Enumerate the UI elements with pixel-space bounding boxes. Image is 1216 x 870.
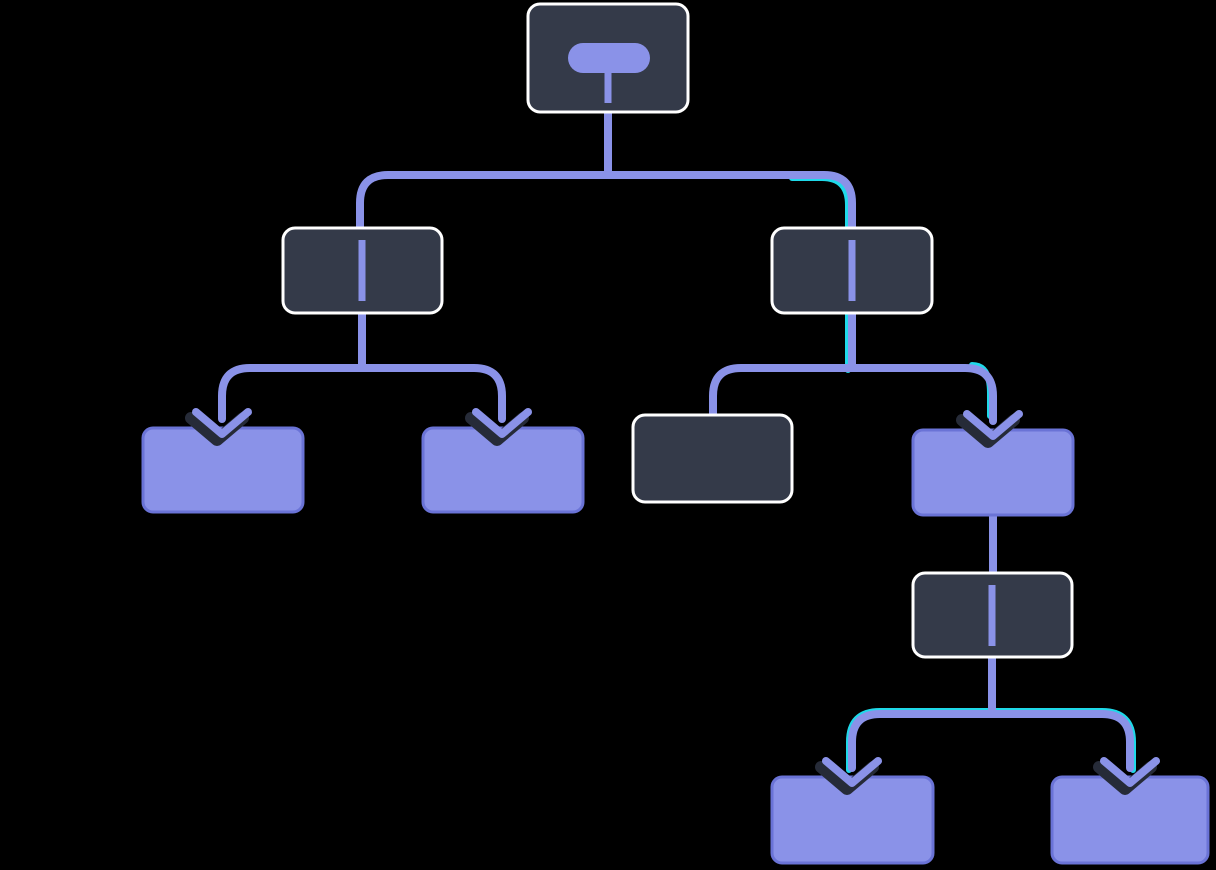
arrowhead-chevron-icon — [192, 408, 252, 438]
arrowhead-chevron-icon — [1100, 757, 1160, 787]
flow-edge-edge-left-split[interactable] — [218, 309, 506, 423]
flow-edge-highlight — [989, 708, 1136, 773]
flow-edge-highlight — [789, 175, 851, 231]
arrowhead-chevron-icon — [472, 408, 532, 438]
node-mid-dark[interactable] — [631, 413, 794, 504]
flow-edge-edge-bottom-split[interactable] — [848, 651, 1134, 772]
flow-edge-highlight — [846, 708, 995, 773]
root-pill — [568, 43, 650, 73]
flow-edge-edge-right-split[interactable] — [709, 309, 997, 425]
arrowhead-chevron-icon — [822, 757, 882, 787]
arrowhead-chevron-icon — [963, 410, 1023, 440]
